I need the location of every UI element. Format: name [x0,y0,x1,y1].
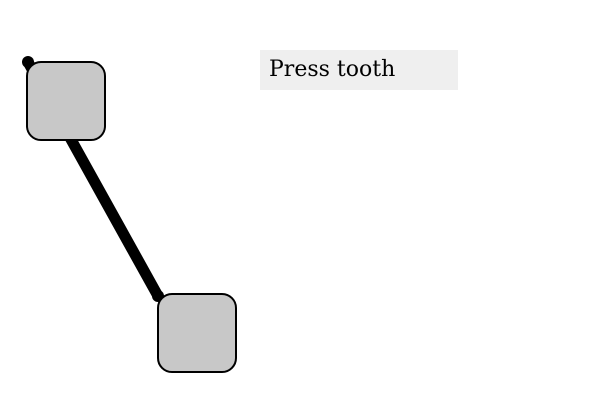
instruction-text: Press tooth [260,50,458,90]
tooth-top[interactable] [26,61,106,141]
tooth-bottom[interactable] [157,293,237,373]
